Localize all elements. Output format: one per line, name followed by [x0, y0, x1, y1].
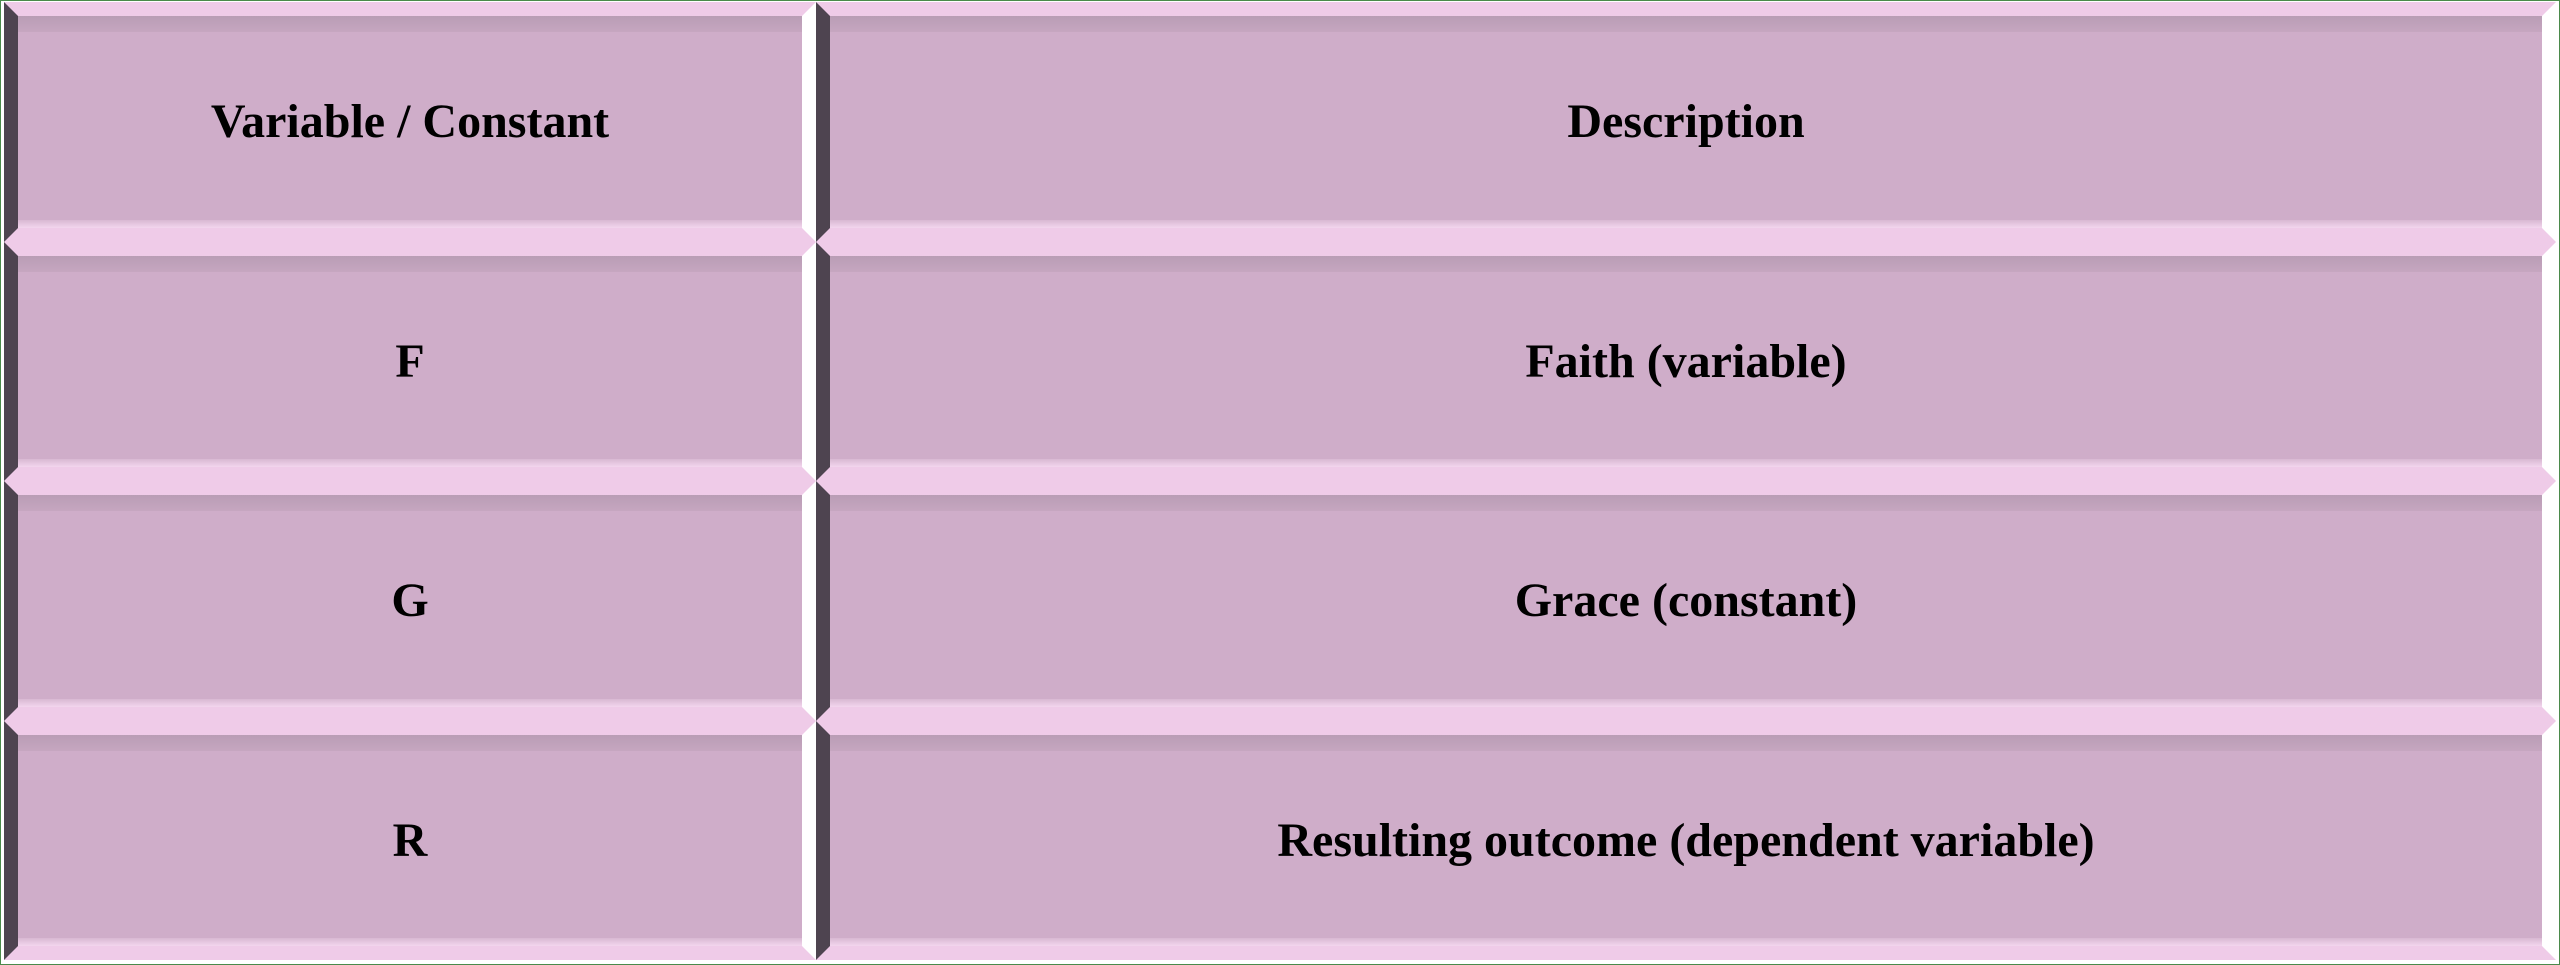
variables-table: Variable / Constant Description F Faith … — [4, 2, 2556, 960]
header-cell-variable: Variable / Constant — [4, 2, 816, 242]
table-cell: G — [4, 481, 816, 721]
variable-symbol: G — [391, 574, 429, 628]
header-label: Variable / Constant — [210, 95, 610, 149]
header-cell-description: Description — [816, 2, 2556, 242]
variable-description: Grace (constant) — [1514, 574, 1858, 628]
table-cell: Resulting outcome (dependent variable) — [816, 720, 2556, 960]
variable-description: Faith (variable) — [1525, 334, 1847, 388]
header-label: Description — [1567, 95, 1805, 149]
table-cell: Faith (variable) — [816, 241, 2556, 481]
table-cell: R — [4, 720, 816, 960]
variable-symbol: F — [395, 334, 425, 388]
table-cell: F — [4, 241, 816, 481]
variable-symbol: R — [392, 813, 428, 867]
variable-description: Resulting outcome (dependent variable) — [1277, 813, 2095, 867]
table-cell: Grace (constant) — [816, 481, 2556, 721]
